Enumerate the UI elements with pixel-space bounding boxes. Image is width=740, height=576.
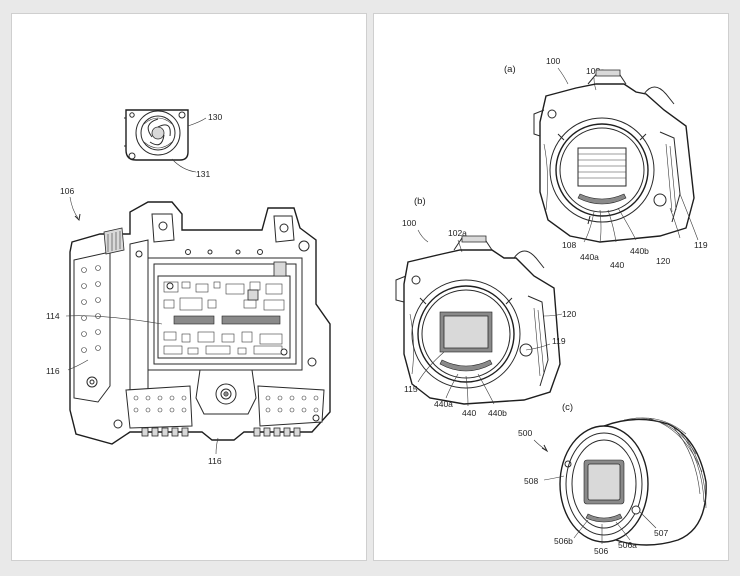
label-a-108: 108 [562, 240, 576, 250]
label-b-440: 440 [462, 408, 476, 418]
label-c-506a: 506a [618, 540, 637, 550]
label-130: 130 [208, 112, 222, 122]
fan-drawing [124, 109, 207, 173]
label-a-100: 100 [546, 56, 560, 66]
label-c-506b: 506b [554, 536, 573, 546]
right-drawing-panel: (a) 100 102a [374, 14, 728, 560]
tag-a: (a) [504, 64, 516, 75]
label-c-508: 508 [524, 476, 538, 486]
label-b-120: 120 [562, 309, 576, 319]
arrow-106 [69, 196, 79, 219]
label-a-440a: 440a [580, 252, 599, 262]
label-b-440b: 440b [488, 408, 507, 418]
label-b-100: 100 [402, 218, 416, 228]
camera-a: (a) 100 102a [504, 56, 699, 243]
label-c-507: 507 [654, 528, 668, 538]
label-106: 106 [60, 186, 74, 196]
label-114: 114 [46, 311, 60, 321]
tag-b: (b) [414, 196, 426, 207]
label-c-500: 500 [518, 428, 532, 438]
tag-c: (c) [562, 402, 573, 413]
label-116-bottom: 116 [208, 456, 222, 466]
label-131: 131 [196, 169, 210, 179]
label-a-440b: 440b [630, 246, 649, 256]
label-a-120: 120 [656, 256, 670, 266]
board-unit-drawing: 130 131 106 [46, 109, 331, 466]
lens-c: (c) 500 [518, 402, 707, 546]
label-b-119: 119 [552, 336, 566, 346]
label-c-506: 506 [594, 546, 608, 556]
left-drawing-panel: 130 131 106 [12, 14, 366, 560]
camera-b: (b) 100 102a [395, 196, 563, 407]
camera-lens-drawing: (a) 100 102a [395, 56, 708, 556]
label-a-102a: 102a [586, 66, 605, 76]
label-b-440a: 440a [434, 399, 453, 409]
label-b-102a: 102a [448, 228, 467, 238]
label-b-115: 115 [404, 384, 418, 394]
label-a-440: 440 [610, 260, 624, 270]
board-unit [69, 201, 331, 445]
label-a-119: 119 [694, 240, 708, 250]
label-116-side: 116 [46, 366, 60, 376]
